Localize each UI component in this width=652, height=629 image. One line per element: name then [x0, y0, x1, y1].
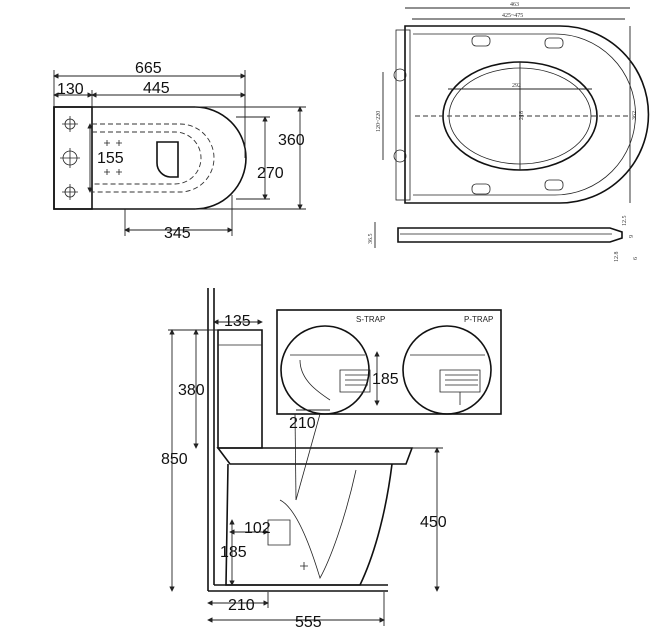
dim-inner-length: 218	[519, 111, 525, 120]
dim-seat-height: 36.5	[368, 234, 374, 245]
trap-detail-frame	[276, 309, 502, 415]
hinge-bar	[395, 29, 411, 201]
dim-inner-width: 292	[512, 83, 521, 89]
seat-bumpers	[471, 35, 564, 195]
hinge-left-top	[393, 68, 407, 82]
drain-outlet	[156, 141, 179, 178]
dim-hinge-range: 425~475	[502, 13, 523, 19]
s-trap-label: S-TRAP	[356, 315, 385, 324]
bowl-body	[225, 463, 393, 586]
dim-total-depth: 555	[295, 614, 322, 629]
inlet-box	[267, 519, 291, 546]
seat-profile	[397, 227, 623, 243]
p-trap-hatch	[445, 374, 478, 386]
dim-fixing-spacing: 155	[97, 150, 124, 167]
dim-seat-length: 463	[510, 2, 519, 8]
dim-overall-width: 360	[278, 132, 305, 149]
fixing-holes	[60, 116, 122, 200]
seat-side	[216, 447, 414, 465]
seat-view: 463 425~475 292 218 120~220 362 36.5 12.…	[368, 2, 650, 263]
dim-rough-in: 210	[228, 597, 255, 614]
dim-overall-length: 665	[135, 60, 162, 77]
trap-detail: S-TRAP P-TRAP 185 210	[276, 309, 502, 501]
cistern	[217, 329, 263, 449]
trapway	[279, 469, 357, 580]
dim-inlet-height: 102	[244, 520, 271, 537]
s-trap-hatch	[345, 374, 368, 386]
s-trap-pipework	[290, 354, 371, 401]
dim-outlet-height: 185	[220, 544, 247, 561]
dim-tank-depth: 130	[57, 81, 84, 98]
seat-outline	[404, 25, 650, 204]
dim-s-trap-rough-in: 210	[289, 415, 316, 432]
side-view: 135 380 850 450 102 185 210 555	[161, 288, 447, 629]
seat-inner-edge	[413, 33, 636, 196]
top-view-outline	[53, 106, 247, 210]
dim-bowl-width: 270	[257, 165, 284, 182]
dim-d: 6	[633, 257, 639, 260]
dim-c: 9	[629, 235, 635, 238]
dim-side-range: 120~220	[376, 111, 382, 132]
dim-bowl-length: 445	[143, 80, 170, 97]
bowl-rim-dashed	[92, 123, 215, 193]
bowl-inner-dashed	[92, 131, 202, 185]
dim-seat-width: 362	[632, 111, 638, 120]
dim-p-trap-height: 185	[372, 371, 399, 388]
dim-total-height: 850	[161, 451, 188, 468]
detail-leader	[294, 413, 297, 501]
dim-a: 12.5	[622, 216, 628, 227]
dim-tank-height: 380	[178, 382, 205, 399]
hinge-left-bottom	[393, 149, 407, 163]
dim-seat-height-floor: 450	[420, 514, 447, 531]
dim-b: 12.8	[614, 252, 620, 263]
p-trap-label: P-TRAP	[464, 315, 493, 324]
top-view: 665 130 445 360 270 155 345	[53, 60, 306, 242]
dim-wall-gap: 135	[224, 313, 251, 330]
dim-bowl-base-length: 345	[164, 225, 191, 242]
p-trap-circle	[402, 325, 492, 415]
p-trap-pipework	[410, 354, 485, 405]
